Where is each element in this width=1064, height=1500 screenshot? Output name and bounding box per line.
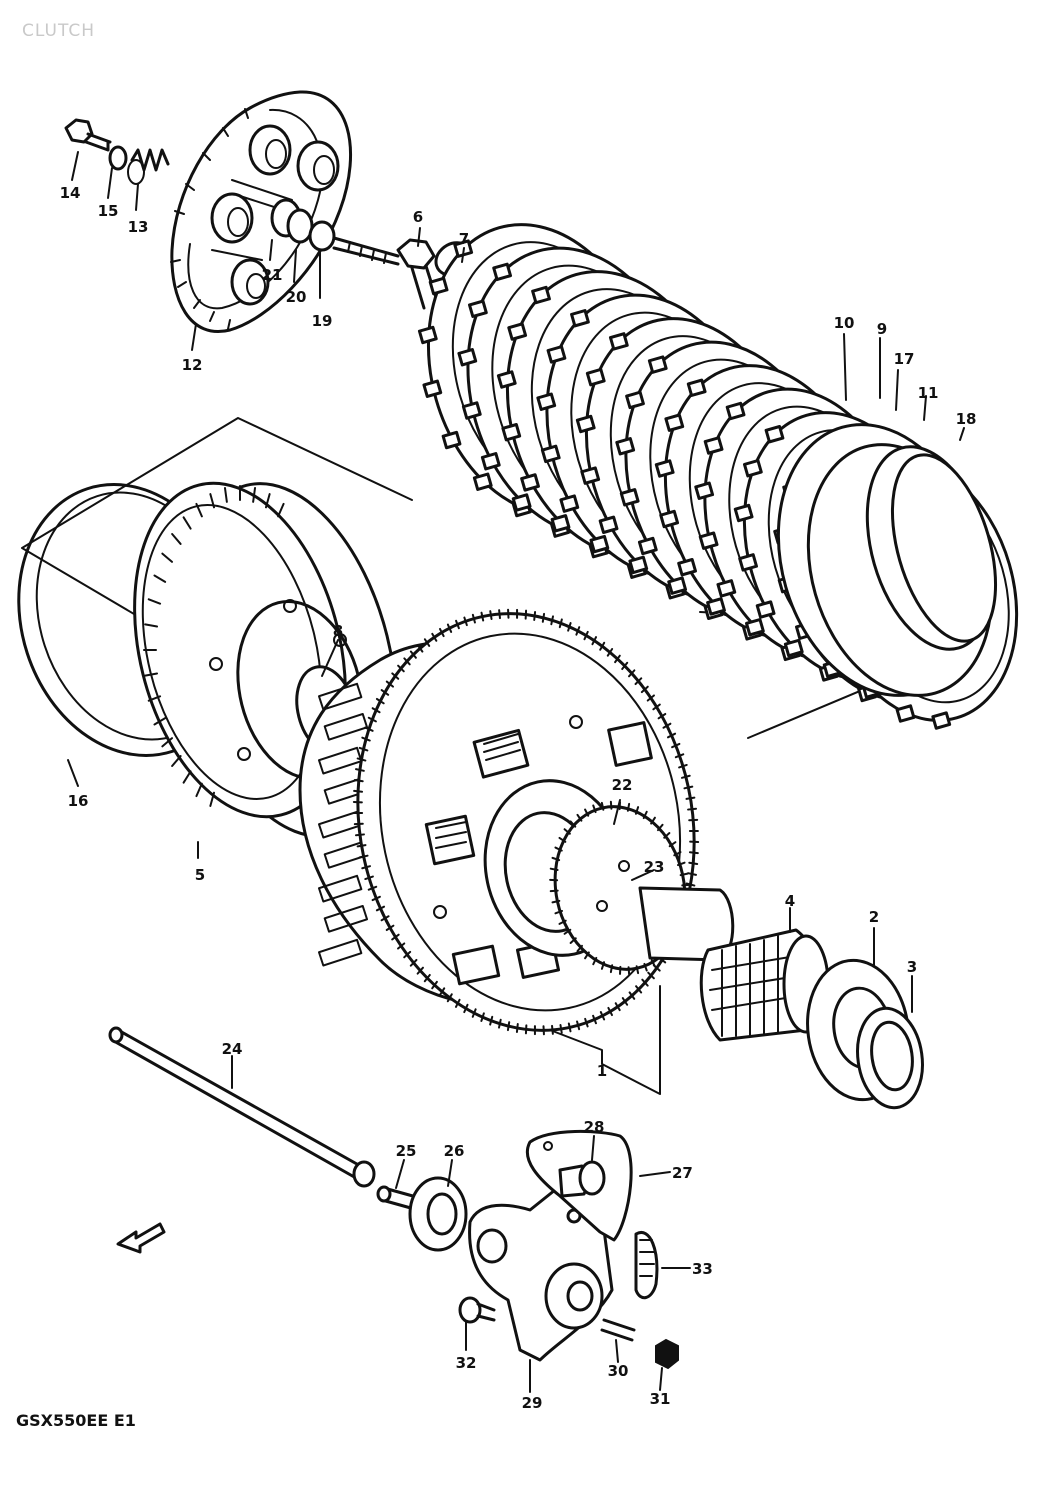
o-ring-33 [634,1231,659,1300]
callout-15: 15 [98,202,119,220]
callout-30: 30 [608,1362,629,1380]
callout-33: 33 [692,1260,713,1278]
callout-4: 4 [785,892,795,910]
callout-5: 5 [195,866,205,884]
screw-28 [558,1160,606,1198]
callout-29: 29 [522,1394,543,1412]
callout-23: 23 [644,858,665,876]
callout-9: 9 [877,320,887,338]
callout-labels: 14 15 13 12 21 20 19 6 7 10 9 17 11 18 8… [60,184,977,1412]
section-title: CLUTCH [22,21,95,41]
model-code: GSX550EE E1 [16,1411,136,1430]
callout-27: 27 [672,1164,693,1182]
leader-lines [67,151,965,1393]
callout-6: 6 [413,208,423,226]
callout-14: 14 [60,184,81,202]
bolt-14 [64,118,112,152]
bearing-26 [408,1176,468,1252]
front-direction-arrow-icon [116,1222,166,1254]
callout-20: 20 [286,288,307,306]
clutch-plate-ring [890,453,998,643]
callout-1: 1 [597,1062,607,1080]
callout-31: 31 [650,1390,671,1408]
callout-21: 21 [262,266,283,284]
callout-3: 3 [907,958,917,976]
callout-12: 12 [182,356,203,374]
push-rod-24 [108,1026,376,1188]
nut-31 [655,1338,679,1370]
callout-28: 28 [584,1118,605,1136]
screw-32 [458,1296,496,1324]
callout-16: 16 [68,792,89,810]
callout-18: 18 [956,410,977,428]
thrust-washer-3 [856,1006,924,1110]
clutch-plate-stack [417,223,1019,730]
callout-26: 26 [444,1142,465,1160]
callout-2: 2 [869,908,879,926]
callout-25: 25 [396,1142,417,1160]
pin-30 [600,1318,636,1342]
release-cam-29 [468,1184,614,1362]
callout-22: 22 [612,776,633,794]
callout-24: 24 [222,1040,243,1058]
spring-13 [127,148,170,185]
callout-10: 10 [834,314,855,332]
callout-7: 7 [459,230,469,248]
callout-17: 17 [894,350,915,368]
pressure-plate [170,90,352,333]
washer-15 [108,145,128,171]
callout-19: 19 [312,312,333,330]
callout-8: 8 [333,622,343,640]
callout-13: 13 [128,218,149,236]
callout-11: 11 [918,384,939,402]
callout-32: 32 [456,1354,477,1372]
primary-driven-gear-1 [298,608,735,1036]
